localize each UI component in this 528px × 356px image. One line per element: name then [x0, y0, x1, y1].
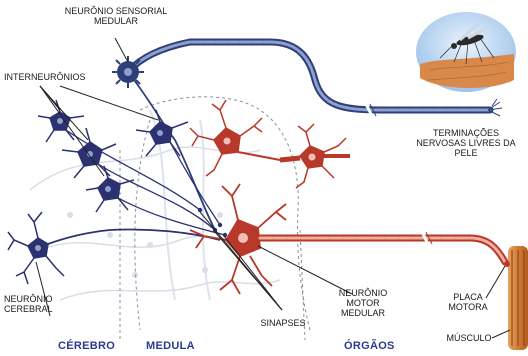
label-cerebral-neuron: NEURÔNIO CEREBRAL	[4, 294, 53, 314]
red-neuron-upper	[189, 99, 281, 177]
spinal-cord-inner-outline	[134, 119, 151, 331]
label-sensory-neuron: NEURÔNIO SENSORIAL MEDULAR	[64, 6, 168, 26]
muscle-fiber	[504, 246, 528, 350]
interneuron-axons	[65, 129, 226, 236]
region-organs: ÓRGÃOS	[344, 340, 395, 352]
label-motor-plate: PLACA MOTORA	[448, 292, 488, 312]
label-motor-neuron: NEURÔNIO MOTOR MEDULAR	[338, 288, 388, 318]
red-neuron-middle	[279, 123, 350, 189]
sensory-root	[127, 71, 216, 231]
motor-neuron-body	[189, 183, 287, 295]
label-leader-lines	[35, 37, 511, 339]
free-nerve-endings	[487, 98, 503, 117]
region-brain: CÉREBRO	[58, 340, 116, 352]
label-muscle: MÚSCULO	[446, 333, 492, 343]
interneuron-3	[85, 165, 135, 213]
cerebral-neuron	[7, 211, 221, 285]
motor-axon	[256, 231, 509, 266]
sensory-axon	[124, 38, 494, 117]
label-free-nerve-endings: TERMINAÇÕES NERVOSAS LIVRES DA PELE	[416, 128, 516, 158]
sensory-neuron-body	[112, 56, 144, 88]
label-interneurons: INTERNEURÔNIOS	[4, 72, 86, 82]
region-spinal-cord: MEDULA	[146, 340, 195, 352]
interneuron-group	[37, 99, 189, 213]
label-synapses: SINAPSES	[260, 318, 306, 328]
mosquito-on-skin-icon	[416, 12, 516, 92]
organs-divider	[299, 229, 306, 341]
